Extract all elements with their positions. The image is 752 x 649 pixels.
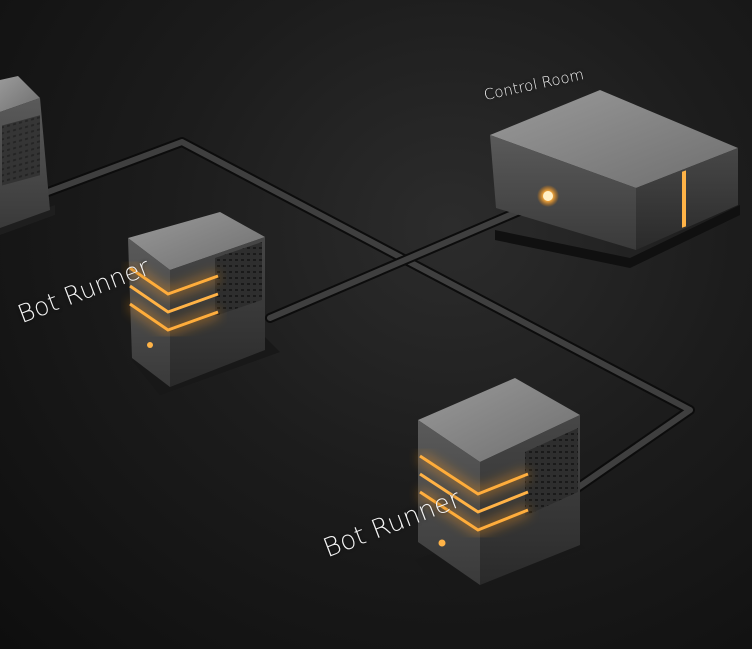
control-room-server-icon — [490, 90, 740, 268]
bot-runner-server-icon — [415, 378, 585, 600]
network-cables — [35, 137, 695, 505]
server-left-partial — [0, 76, 55, 235]
bot-runner-server-icon — [127, 212, 280, 395]
